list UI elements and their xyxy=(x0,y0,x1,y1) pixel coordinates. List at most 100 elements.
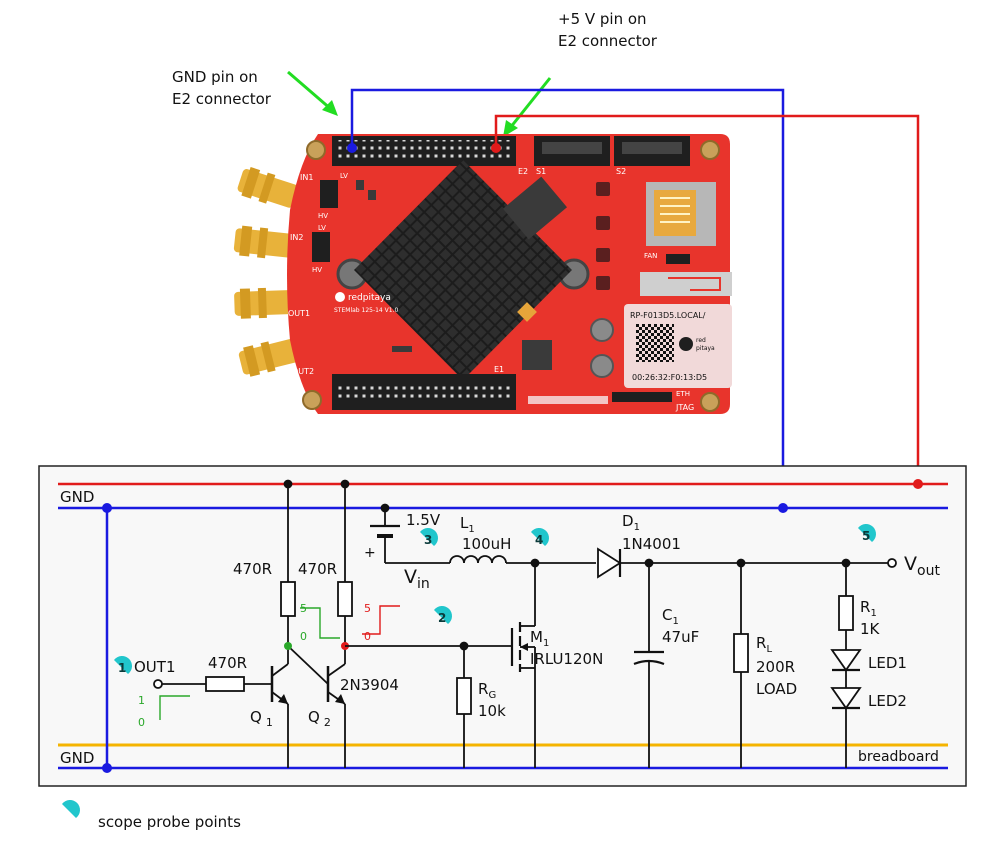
rl-value-label: 200R xyxy=(756,658,795,676)
breadboard-label: breadboard xyxy=(858,749,939,765)
vout-terminal xyxy=(887,558,897,568)
mount-hole-bl xyxy=(302,390,322,410)
s2-label: S2 xyxy=(616,167,626,176)
r1-value-label: 1K xyxy=(860,620,881,638)
wave-out1-lo: 0 xyxy=(138,716,145,729)
rg-value-label: 10k xyxy=(478,702,506,720)
chip-small xyxy=(522,340,552,370)
battery-plus-label: + xyxy=(364,545,376,561)
rg-label: RG xyxy=(478,680,496,701)
out1-board-label: OUT1 xyxy=(288,309,310,318)
gnd-wire xyxy=(350,88,785,508)
probe-5-number: 5 xyxy=(862,529,870,543)
r-q2-collector-label: 470R xyxy=(298,560,337,578)
gnd-top-label: GND xyxy=(60,488,94,506)
led2-symbol xyxy=(830,687,862,710)
eth-label: ETH xyxy=(676,390,690,398)
r1 xyxy=(838,595,854,631)
breadboard: GND GND breadboard xyxy=(38,465,967,787)
d1-value-label: 1N4001 xyxy=(622,535,681,553)
d1-label: D1 xyxy=(622,512,640,533)
capacitor-1 xyxy=(590,318,614,342)
m1-label: M1 xyxy=(530,628,549,649)
legend: scope probe points xyxy=(62,800,241,831)
out1-label: OUT1 xyxy=(134,658,176,676)
fan-label: FAN xyxy=(644,252,657,260)
rl-note-label: LOAD xyxy=(756,680,797,698)
wave-out1 xyxy=(159,695,190,720)
c1-value-label: 47uF xyxy=(662,628,699,646)
in2-lv-label: LV xyxy=(318,224,326,232)
mount-hole-br xyxy=(700,392,720,412)
s1-label: S1 xyxy=(536,167,546,176)
eth-port-top xyxy=(640,272,732,296)
breadboard-frame xyxy=(38,465,967,787)
gnd-pin-annotation: GND pin on E2 connector xyxy=(172,68,338,116)
r-q1-collector xyxy=(280,581,296,617)
qr-brand-line2: pitaya xyxy=(696,345,715,352)
plus5-pin-annotation: +5 V pin on E2 connector xyxy=(503,10,658,137)
gnd-bottom-label: GND xyxy=(60,749,94,767)
rl-label: RL xyxy=(756,634,772,655)
wave-q1-lo: 0 xyxy=(300,630,307,643)
probe-3: 3 xyxy=(420,528,442,554)
wave-q2-lo: 0 xyxy=(364,630,371,643)
probe-3-number: 3 xyxy=(424,533,432,547)
fan-connector xyxy=(666,254,690,264)
probe-5: 5 xyxy=(858,524,880,550)
out1-input-terminal xyxy=(153,679,163,689)
probe-legend-label: scope probe points xyxy=(98,813,241,831)
qr-logo-icon xyxy=(679,337,693,351)
plus5-pin-arrow-head xyxy=(503,120,518,137)
wave-q1-collector xyxy=(300,607,340,639)
in2-jumper xyxy=(312,232,330,262)
wave-q1-hi: 5 xyxy=(300,602,307,615)
in1-label: IN1 xyxy=(300,173,313,182)
r-load xyxy=(733,633,749,673)
jtag-connector xyxy=(612,392,672,402)
vout-label: Vout xyxy=(904,553,940,579)
in2-label: IN2 xyxy=(290,233,303,242)
gnd-pin-line2: E2 connector xyxy=(172,90,272,108)
mac-label: 00:26:32:F0:13:D5 xyxy=(632,373,707,382)
mount-hole-tl xyxy=(306,140,326,160)
r-q1-collector-label: 470R xyxy=(233,560,272,578)
m1-part-label: IRLU120N xyxy=(530,650,603,668)
wave-q2-collector xyxy=(362,605,400,635)
probe-2: 2 xyxy=(434,606,456,632)
in1-jumper xyxy=(320,180,338,208)
gnd-pin-dot xyxy=(347,143,357,153)
e2-pins xyxy=(338,140,510,162)
led1-symbol xyxy=(830,649,862,672)
capacitor-2 xyxy=(590,354,614,378)
qr-brand-line1: red xyxy=(696,337,706,344)
inductor-l1 xyxy=(449,555,507,564)
e1-label: E1 xyxy=(494,365,504,374)
sma-connectors xyxy=(233,167,300,377)
led1-label: LED1 xyxy=(868,654,907,672)
vin-label: Vin xyxy=(404,566,430,592)
chip-ddr xyxy=(502,176,568,240)
e2-label: E2 xyxy=(518,167,528,176)
l1-label: L1 xyxy=(460,514,475,535)
brand-label: redpitaya xyxy=(348,293,391,303)
probe-1: 1 xyxy=(114,656,136,682)
plus5-pin-arrow xyxy=(508,77,552,129)
r-gate xyxy=(456,677,472,715)
probe-legend-icon xyxy=(62,800,84,826)
r-base xyxy=(205,676,245,692)
wave-q2-hi: 5 xyxy=(364,602,371,615)
in2-hv-label: HV xyxy=(312,266,322,274)
red-pitaya-board: E2 S1 S2 IN1 LV HV IN2 LV HV OUT1 OUT2 xyxy=(233,134,732,414)
probe-2-number: 2 xyxy=(438,611,446,625)
circuit xyxy=(153,479,897,768)
gnd-pin-line1: GND pin on xyxy=(172,68,258,86)
l1-value-label: 100uH xyxy=(462,535,511,553)
brand-logo-icon xyxy=(335,292,345,302)
led-row xyxy=(528,396,608,404)
diode-d1 xyxy=(597,547,622,579)
gnd-pin-arrow xyxy=(287,70,333,112)
out2-board-label: OUT2 xyxy=(292,367,314,376)
